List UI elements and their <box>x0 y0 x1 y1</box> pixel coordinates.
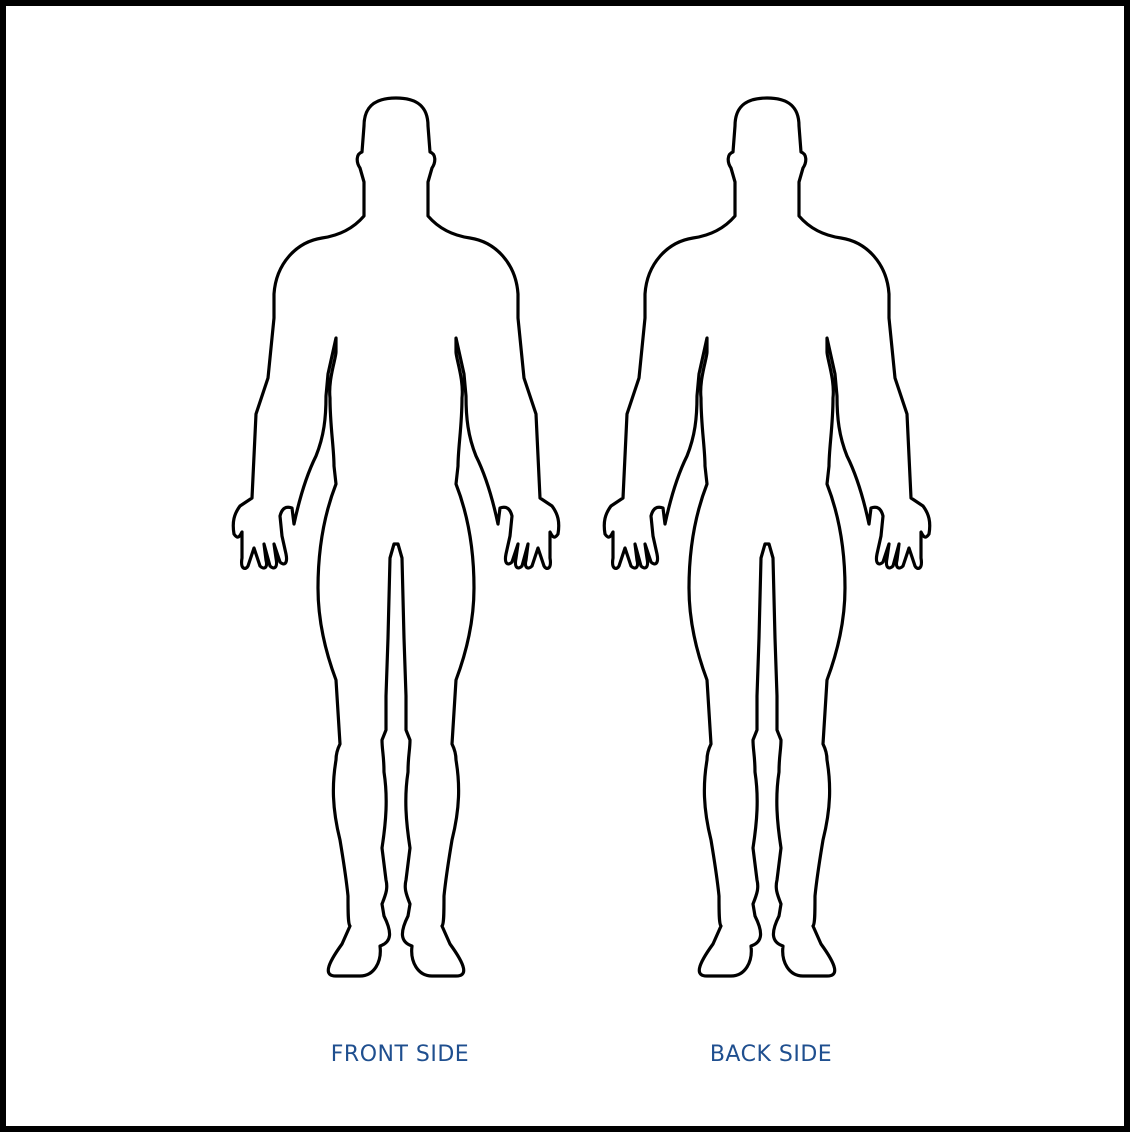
back-body-outline <box>591 96 951 986</box>
human-body-outline-icon <box>591 96 951 986</box>
human-body-outline-icon <box>220 96 580 986</box>
front-body-outline <box>220 96 580 986</box>
front-side-label: FRONT SIDE <box>250 1042 550 1067</box>
back-side-label: BACK SIDE <box>621 1042 921 1067</box>
